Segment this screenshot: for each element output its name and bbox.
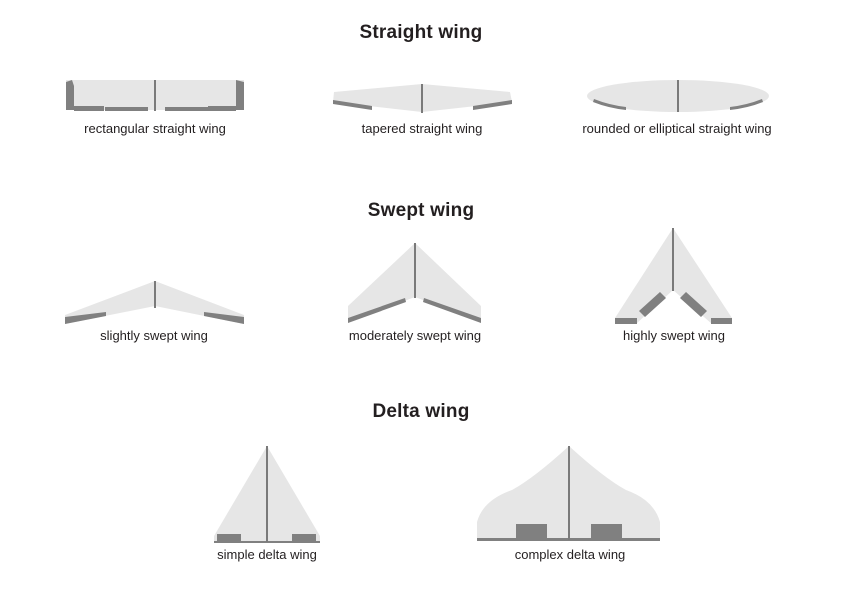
highly-swept-wing-right-flap [680,292,707,317]
rectangular-wing-right-flap [165,107,208,111]
highly-swept-wing-label: highly swept wing [623,328,725,343]
rectangular-straight-wing-label: rectangular straight wing [84,121,226,136]
highly-swept-wing-left-tip [615,318,637,324]
complex-delta-wing-label: complex delta wing [514,547,626,562]
straight-wing-title: Straight wing [359,22,483,43]
tapered-wing-right-aileron [473,100,512,110]
slightly-swept-wing-right-aileron [204,312,244,324]
moderately-swept-wing-left-flap [348,298,406,323]
elliptical-straight-wing-label: rounded or elliptical straight wing [582,121,772,136]
swept-wing-title: Swept wing [367,200,475,221]
slightly-swept-wing-label: slightly swept wing [100,328,208,343]
rectangular-wing-left-flap [105,107,148,111]
tapered-straight-wing-label: tapered straight wing [361,121,483,136]
highly-swept-wing-left-flap [639,292,666,317]
rectangular-wing-right-aileron [208,106,236,111]
simple-delta-wing-label: simple delta wing [217,547,317,562]
moderately-swept-wing-right-flap [423,298,481,323]
complex-delta-wing-left-elevon [516,524,547,538]
rectangular-wing-left-tip [66,80,74,110]
complex-delta-wing-right-elevon [591,524,622,538]
simple-delta-wing-right-elevon [292,534,316,542]
highly-swept-wing-right-tip [711,318,732,324]
rectangular-wing-right-tip [236,80,244,110]
slightly-swept-wing-left-aileron [65,312,106,324]
elliptical-wing-left-aileron [593,99,626,110]
simple-delta-wing-left-elevon [217,534,241,542]
delta-wing-title: Delta wing [372,401,470,422]
elliptical-wing-right-aileron [730,99,763,110]
moderately-swept-wing-label: moderately swept wing [348,328,482,343]
tapered-wing-left-aileron [333,100,372,110]
rectangular-wing-left-aileron [74,106,104,111]
